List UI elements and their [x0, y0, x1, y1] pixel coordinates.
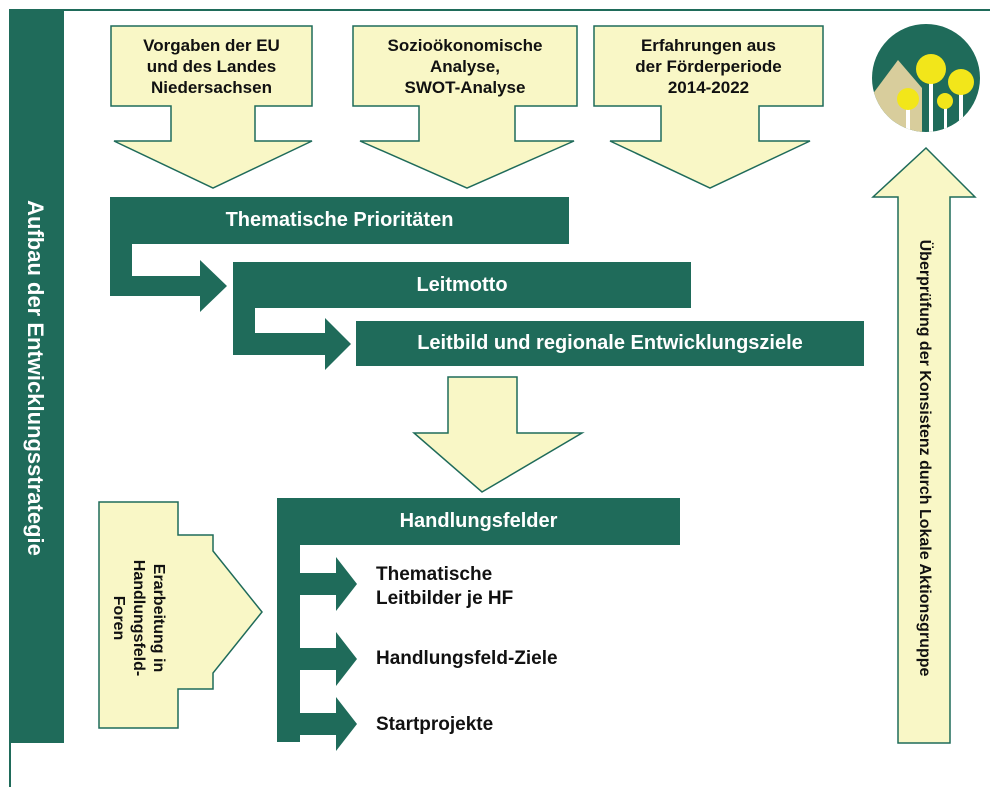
hf-arrow-1 [300, 557, 357, 611]
step-handlungsfelder [277, 498, 680, 545]
hf-spine [277, 545, 300, 742]
review-arrow [871, 146, 977, 744]
leitmotto-label: Leitmotto [416, 273, 508, 296]
down-arrow [411, 376, 585, 493]
input-swot-label: Sozioökonomische Analyse, SWOT-Analyse [387, 35, 543, 97]
hf-item-leitbilder: Thematische Leitbilder je HF [376, 564, 514, 609]
hf-item-ziele: Handlungsfeld-Ziele [376, 648, 558, 669]
lag-logo [872, 24, 980, 132]
input-erfahrungen-label: Erfahrungen aus der Förderperiode 2014-2… [635, 35, 782, 97]
input-arrow-eu [110, 25, 313, 189]
step-leitbild [356, 321, 864, 366]
leitbild-label: Leitbild und regionale Entwicklungsziele [417, 332, 803, 354]
input-arrow-swot [352, 25, 578, 189]
review-label: Überprüfung der Konsistenz durch Lokale … [916, 239, 933, 677]
foren-label: Erarbeitung in Handlungsfeld- Foren [110, 559, 167, 677]
prioritaeten-label: Thematische Prioritäten [225, 209, 454, 231]
step-leitmotto [233, 262, 691, 370]
hf-arrow-3 [300, 697, 357, 751]
input-eu-label: Vorgaben der EU und des Landes Niedersac… [143, 35, 280, 97]
handlungsfelder-label: Handlungsfelder [399, 510, 558, 532]
input-arrow-erfahrungen [593, 25, 824, 189]
foren-arrow [98, 501, 263, 729]
side-title: Aufbau der Entwicklungsstrategie [23, 200, 48, 556]
hf-arrow-2 [300, 632, 357, 686]
step-prioritaeten [110, 197, 569, 312]
hf-item-startprojekte: Startprojekte [376, 714, 494, 735]
side-title-bar [9, 9, 64, 743]
